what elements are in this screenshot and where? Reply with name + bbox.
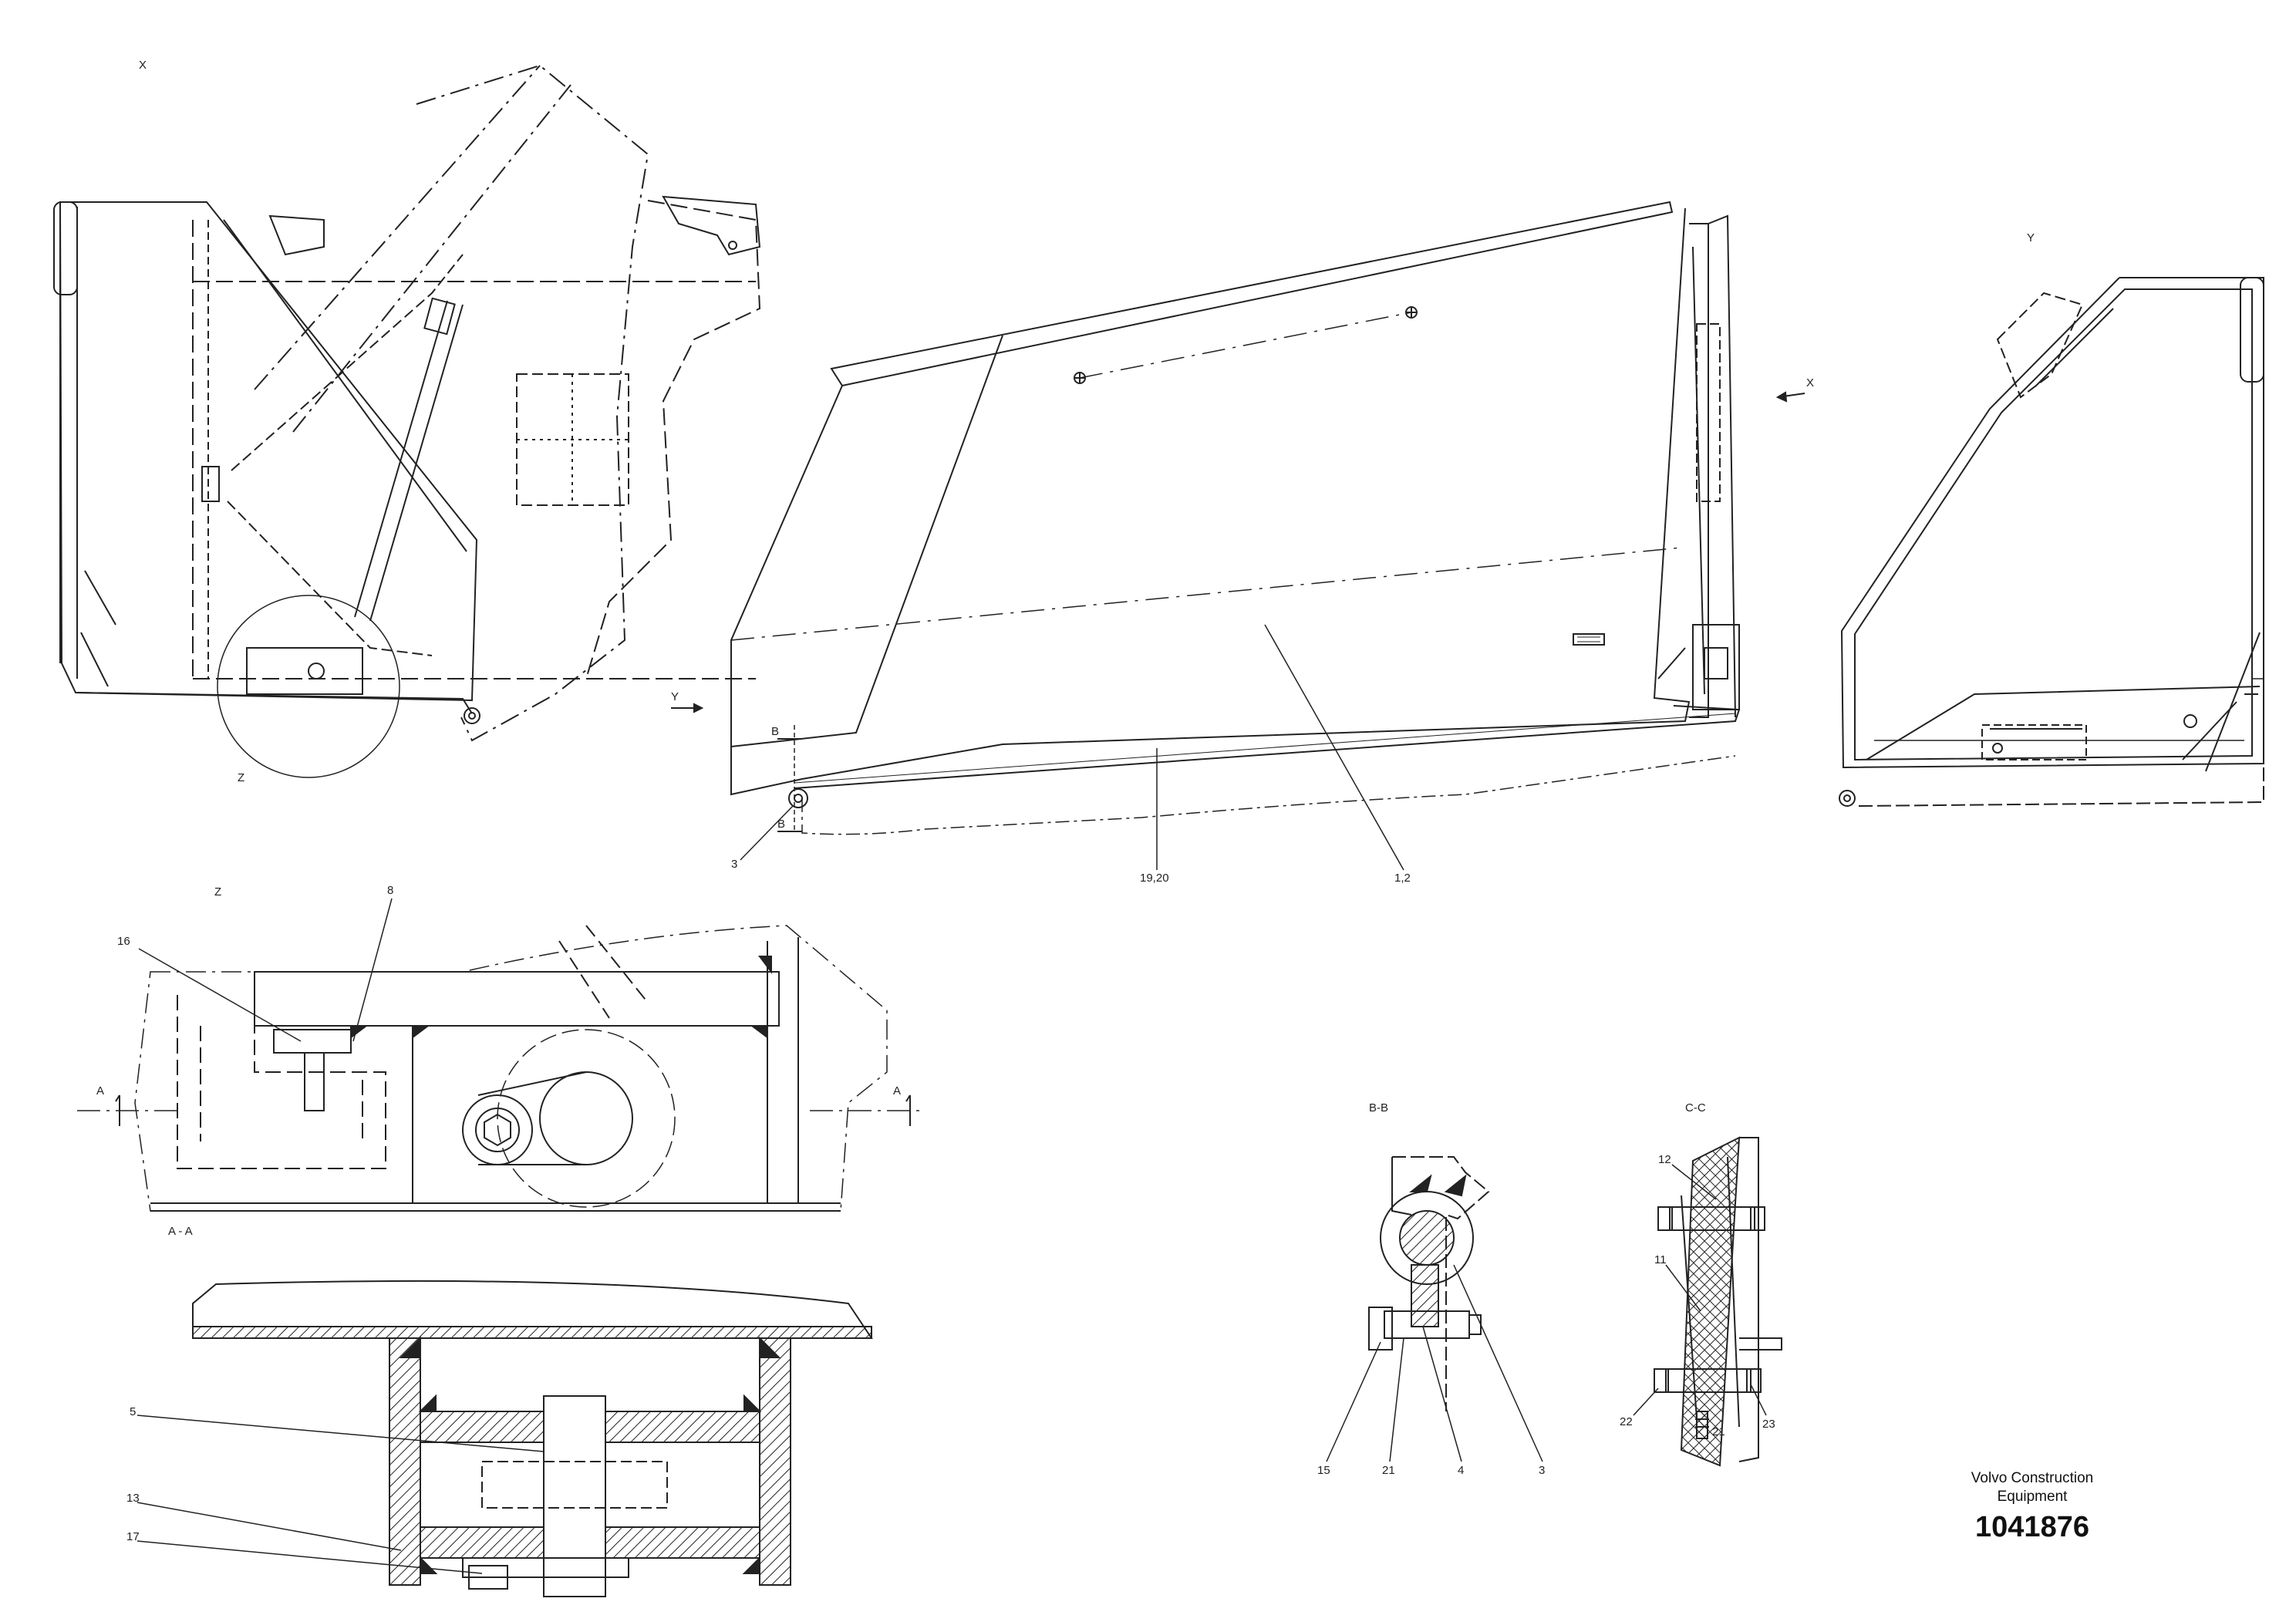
- callout-17: 17: [126, 1530, 140, 1543]
- brand-line-2: Equipment: [1997, 1489, 2068, 1505]
- arrow-x-label: X: [1806, 376, 1815, 389]
- callout-12: 12: [1658, 1153, 1671, 1166]
- callout-4: 4: [1458, 1464, 1465, 1477]
- callout-15: 15: [1317, 1464, 1330, 1477]
- title-block: Volvo Construction Equipment 1041876: [1928, 1469, 2136, 1544]
- section-aa-label: A - A: [168, 1225, 193, 1238]
- brand-line-1: Volvo Construction: [1971, 1470, 2094, 1486]
- cut-b-top-label: B: [771, 725, 780, 738]
- section-bb-label: B-B: [1369, 1101, 1389, 1114]
- callout-23: 23: [1762, 1418, 1775, 1431]
- view-door-drawing: [671, 201, 1805, 871]
- callout-21-bb: 21: [1382, 1464, 1395, 1477]
- view-y-label: Y: [2027, 231, 2035, 244]
- drawing-number: 1041876: [1975, 1511, 2089, 1543]
- view-y-drawing: [1839, 277, 2264, 807]
- callout-3-bb: 3: [1539, 1464, 1546, 1477]
- callout-22: 22: [1620, 1415, 1633, 1428]
- callout-19-20: 19,20: [1140, 872, 1169, 885]
- arrow-y-label: Y: [671, 690, 679, 703]
- cut-b-bottom-label: B: [777, 818, 786, 831]
- detail-z-drawing: [77, 898, 922, 1212]
- detail-z-label: Z: [214, 885, 222, 899]
- cut-a-right-label: A: [893, 1084, 902, 1098]
- callout-11: 11: [1654, 1253, 1667, 1266]
- callout-21-cc: 21: [1712, 1425, 1725, 1438]
- section-bb-drawing: [1326, 1156, 1543, 1462]
- callout-16: 16: [117, 935, 130, 948]
- callout-13: 13: [126, 1492, 140, 1505]
- view-x-drawing: [53, 64, 761, 778]
- callout-8: 8: [387, 884, 394, 897]
- section-cc-label: C-C: [1685, 1101, 1706, 1114]
- callout-3-main: 3: [731, 858, 738, 871]
- detail-z-marker-label: Z: [238, 771, 245, 784]
- cut-a-left-label: A: [96, 1084, 105, 1098]
- callout-1-2: 1,2: [1394, 872, 1411, 885]
- section-cc-drawing: [1633, 1136, 1782, 1467]
- view-x-label: X: [139, 59, 147, 72]
- callout-5: 5: [130, 1405, 137, 1418]
- section-aa-drawing: [137, 1280, 873, 1597]
